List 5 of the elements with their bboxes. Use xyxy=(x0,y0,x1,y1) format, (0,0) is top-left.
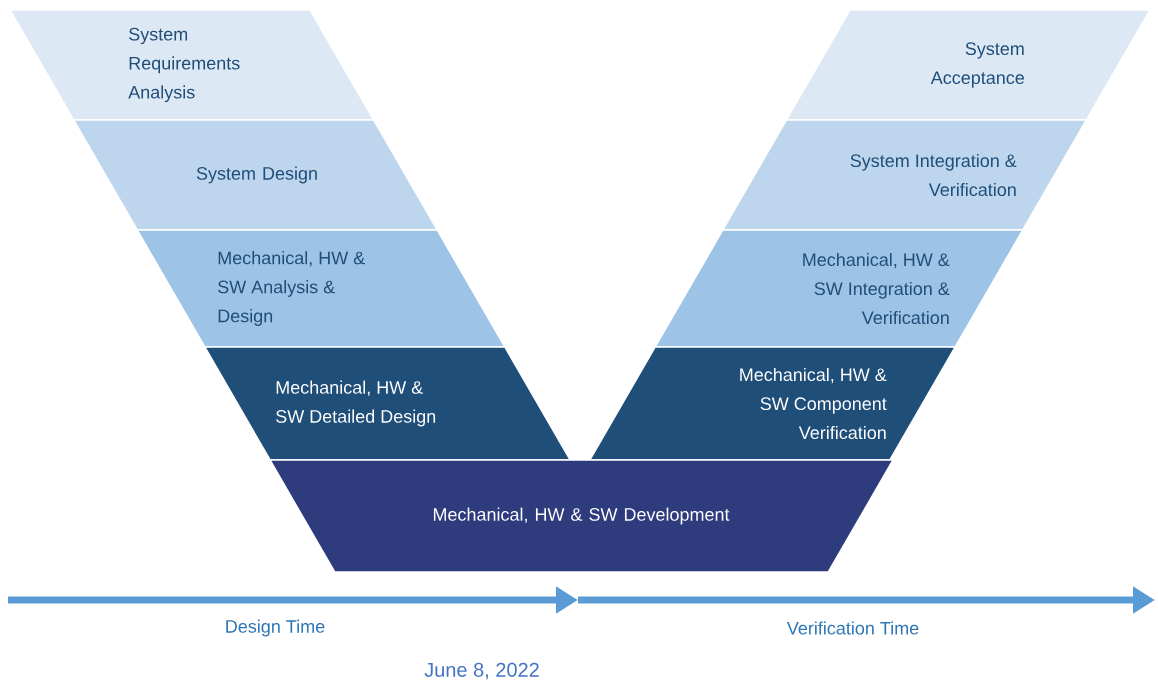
v-model-band: System Acceptance xyxy=(785,9,1152,121)
axis-label: Verification Time xyxy=(786,621,919,635)
axis-label: Design Time xyxy=(226,619,325,637)
v-model-band: System Design xyxy=(72,119,439,231)
date-text: June 8, 2022 xyxy=(424,662,539,680)
